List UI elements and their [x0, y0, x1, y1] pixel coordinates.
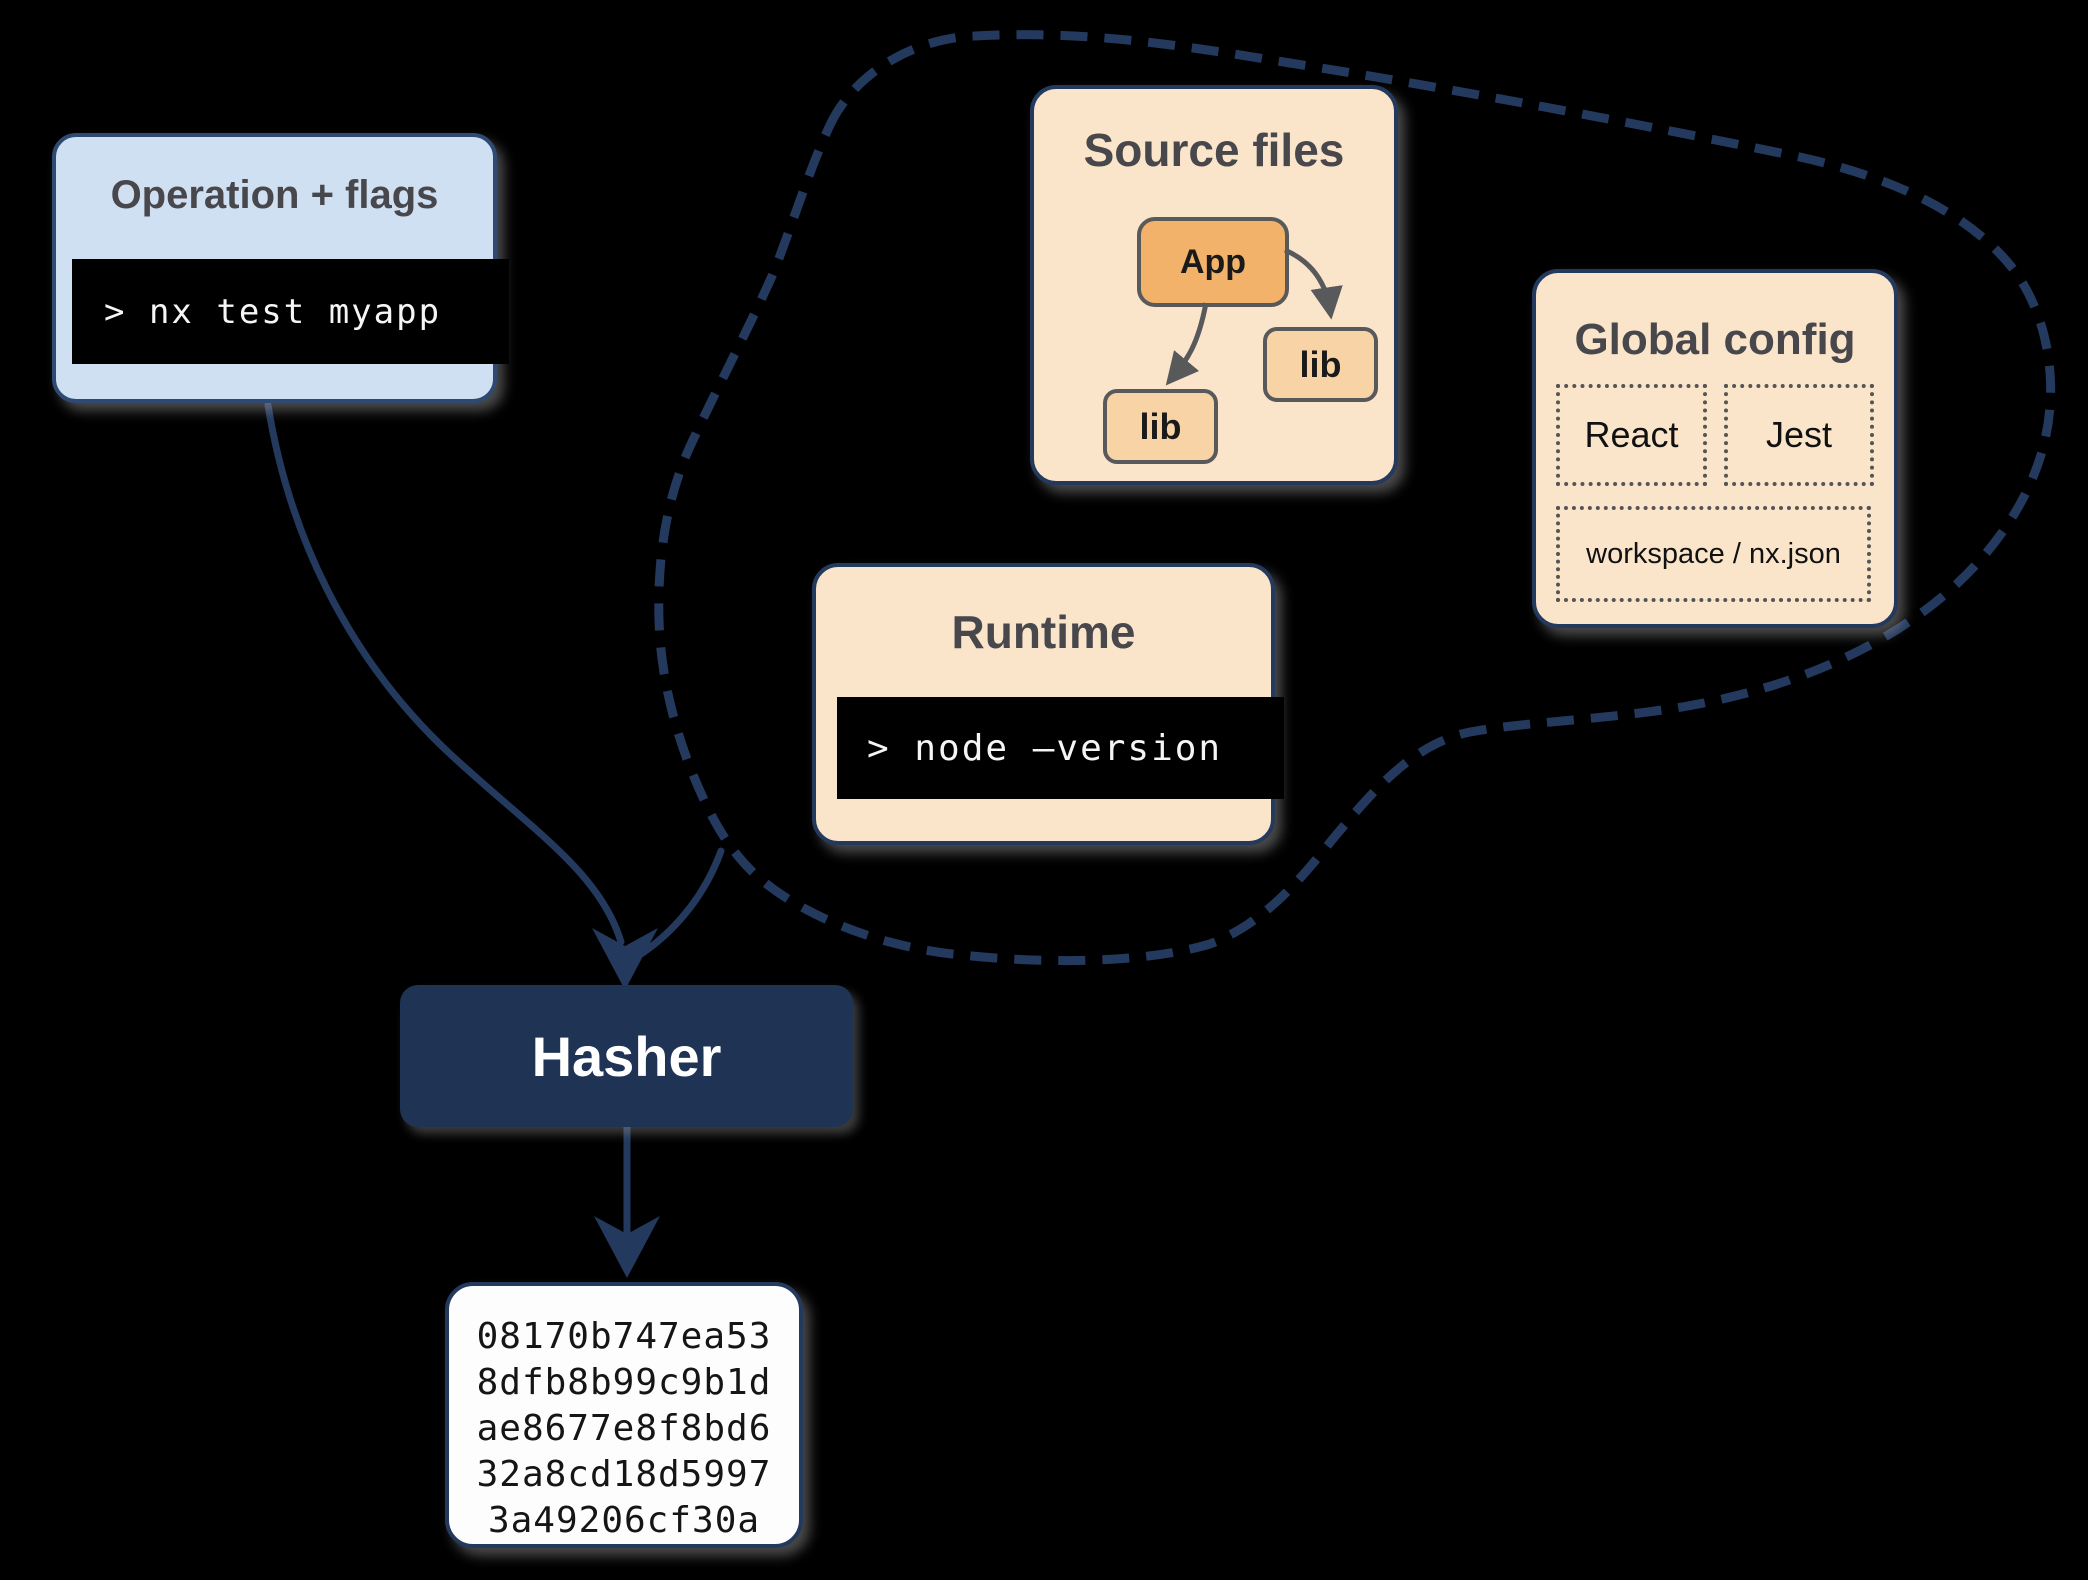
hasher-label: Hasher [531, 1024, 722, 1088]
hash-line: 8dfb8b99c9b1d [476, 1362, 772, 1403]
source-files-title: Source files [1083, 124, 1345, 176]
operation-flags-terminal: > nx test myapp [72, 259, 509, 364]
hasher-node: Hasher [400, 985, 853, 1127]
hash-line: 08170b747ea53 [476, 1316, 772, 1357]
global-config-card: Global config React Jest workspace / nx.… [1532, 269, 1898, 628]
runtime-command: > node –version [867, 727, 1223, 769]
hash-line: 3a49206cf30a [487, 1500, 761, 1541]
source-files-card: Source files App lib lib [1030, 85, 1398, 485]
runtime-terminal: > node –version [837, 697, 1284, 799]
lib-node-right: lib [1263, 327, 1378, 402]
operation-flags-command: > nx test myapp [104, 291, 442, 332]
lib-node-left: lib [1103, 389, 1218, 464]
hash-output-card: 08170b747ea53 8dfb8b99c9b1d ae8677e8f8bd… [445, 1282, 803, 1548]
config-item-jest: Jest [1724, 384, 1874, 486]
hash-line: ae8677e8f8bd6 [476, 1408, 772, 1449]
config-item-workspace: workspace / nx.json [1556, 506, 1871, 602]
runtime-title: Runtime [951, 606, 1136, 658]
operation-flags-title: Operation + flags [110, 173, 439, 217]
global-config-title: Global config [1574, 315, 1856, 364]
flow-arrow-cloud-to-hasher [634, 847, 725, 960]
app-node: App [1137, 217, 1289, 307]
arrowhead-into-hasher [592, 928, 658, 990]
operation-flags-card: Operation + flags > nx test myapp [52, 133, 509, 403]
config-item-react: React [1556, 384, 1707, 486]
flow-arrow-operation-to-hasher [264, 401, 625, 946]
hash-line: 32a8cd18d5997 [476, 1454, 772, 1495]
runtime-card: Runtime > node –version [812, 563, 1284, 845]
arrowhead-into-hash [594, 1216, 660, 1278]
